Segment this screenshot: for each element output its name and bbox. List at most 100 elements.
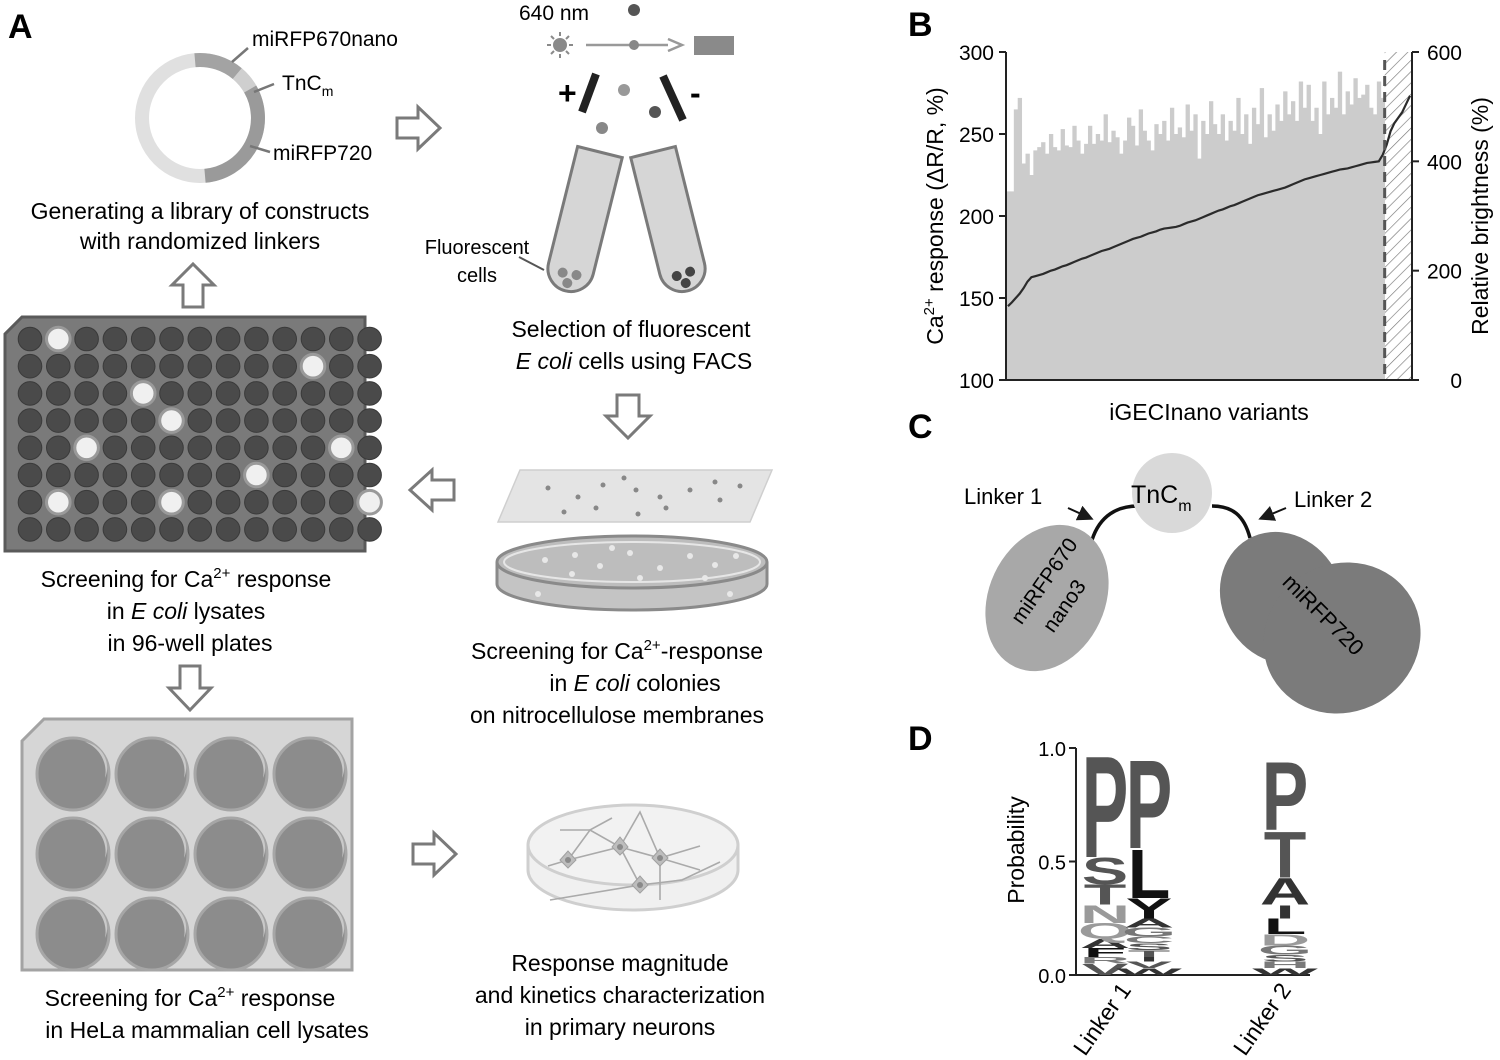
bar	[1119, 153, 1124, 380]
bar	[1337, 71, 1343, 381]
y-tick-label: 250	[959, 124, 994, 147]
logo-letter: W	[1116, 966, 1182, 977]
well	[272, 517, 298, 542]
well	[300, 462, 326, 488]
well	[130, 462, 156, 488]
well	[329, 489, 354, 515]
facs-caption-1: Selection of fluorescent	[511, 316, 751, 342]
droplet	[628, 4, 640, 16]
bar	[1349, 104, 1354, 380]
well	[159, 381, 184, 406]
well	[159, 462, 184, 488]
bar	[1279, 120, 1284, 380]
well	[17, 326, 43, 352]
bar	[1103, 114, 1108, 380]
bar	[1290, 101, 1296, 380]
well	[215, 517, 241, 542]
nitrocellulose-membrane	[496, 469, 774, 523]
well	[74, 517, 99, 542]
logo-letter: N	[1080, 901, 1130, 929]
bar	[1236, 97, 1241, 381]
well	[74, 489, 99, 515]
logo-letter: A	[1080, 936, 1130, 950]
tncm-domain	[1132, 453, 1212, 533]
y2-tick-label: 400	[1427, 151, 1462, 174]
bar	[1369, 107, 1374, 380]
fluorescent-label-1: Fluorescent	[425, 237, 530, 259]
panel-c-structure: TnCm miRFP670 nano3 miRFP720 Linker 1 Li…	[964, 453, 1421, 714]
bar	[1314, 107, 1319, 380]
bar	[1361, 94, 1366, 380]
panel-a: miRFP670nano TnCm miRFP720 Generating a …	[3, 2, 774, 1043]
bar	[1322, 81, 1327, 381]
well	[193, 736, 269, 812]
logo-letter: F	[1084, 946, 1127, 960]
deflector-plate	[578, 72, 600, 114]
well	[357, 517, 382, 542]
well	[187, 381, 213, 406]
bar	[1052, 147, 1058, 380]
logo-letter: A	[1124, 916, 1174, 930]
well	[272, 408, 298, 433]
logo-letter: S	[1126, 941, 1173, 952]
minus-sign: -	[690, 75, 701, 111]
y-tick-label: 100	[959, 370, 994, 393]
bar	[1080, 153, 1085, 380]
well	[215, 408, 241, 433]
well	[357, 353, 382, 379]
logo-letter: P	[1262, 741, 1308, 850]
bar	[1205, 134, 1210, 380]
well	[102, 435, 128, 461]
well	[46, 408, 71, 433]
logo-letter: R	[1080, 955, 1130, 966]
logo-y-tick-label: 1.0	[1038, 739, 1066, 761]
well	[17, 462, 43, 488]
logo-letter: D	[1260, 931, 1310, 949]
plate-96-well	[3, 315, 383, 553]
neuron-caption-2: and kinetics characterization	[475, 982, 765, 1008]
bar	[1228, 120, 1233, 380]
probability-label: Probability	[1003, 796, 1029, 904]
well	[272, 326, 298, 352]
well	[244, 381, 269, 406]
logo-x-tick-linker-2: Linker 2	[1228, 978, 1296, 1060]
well	[17, 517, 43, 542]
detector-icon	[694, 36, 734, 55]
arrow-right-icon	[395, 103, 443, 153]
bar	[1193, 114, 1198, 380]
arrow-down-icon	[602, 393, 654, 441]
logo-y-tick-label: 0.0	[1038, 966, 1066, 988]
bar	[1271, 130, 1276, 380]
well	[215, 435, 241, 461]
bar	[1111, 130, 1116, 380]
well	[272, 435, 298, 461]
label-mirfp720: miRFP720	[273, 142, 372, 165]
well	[102, 517, 128, 542]
well	[300, 435, 326, 461]
bar	[1330, 97, 1335, 381]
droplet	[649, 106, 661, 118]
bar	[1041, 142, 1046, 380]
bar	[1033, 150, 1038, 380]
bar	[1267, 114, 1272, 380]
well	[215, 489, 241, 515]
well	[129, 380, 157, 407]
well	[159, 326, 184, 352]
well	[102, 381, 128, 406]
well	[187, 353, 213, 379]
bar	[1021, 163, 1026, 380]
y-tick-label: 200	[959, 206, 994, 229]
bar	[1353, 78, 1358, 381]
panel-letter-d: D	[908, 720, 933, 758]
bar	[1287, 114, 1292, 380]
well	[357, 326, 382, 352]
neuron-dish	[526, 803, 740, 912]
arrow-right-icon	[411, 829, 459, 879]
droplet	[596, 122, 608, 134]
bar	[1091, 143, 1097, 380]
well	[35, 816, 111, 892]
bar	[1376, 81, 1382, 381]
plate-12-well	[20, 717, 354, 972]
bar	[1099, 140, 1104, 380]
